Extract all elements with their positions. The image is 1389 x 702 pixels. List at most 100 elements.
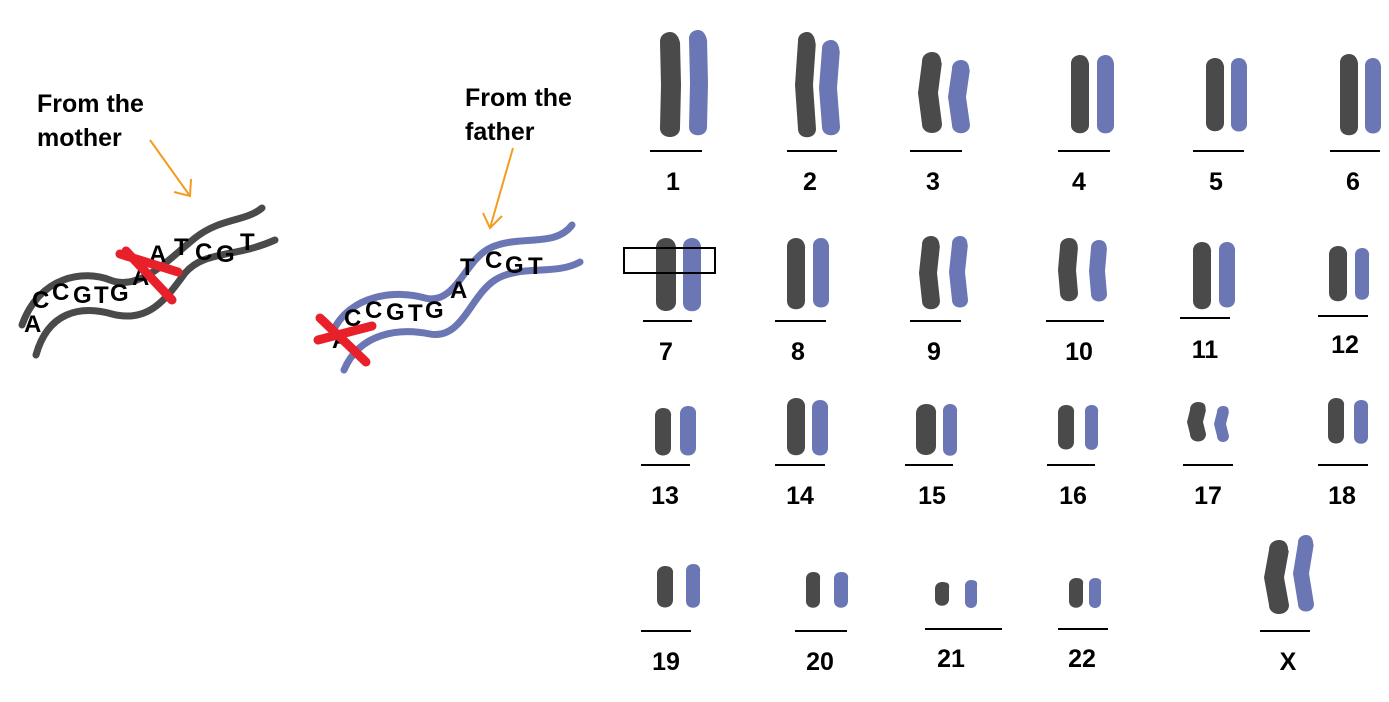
chromosome-label: 9: [927, 338, 941, 366]
chromosome-label: 7: [659, 338, 673, 366]
chromosome-label: 3: [926, 168, 940, 196]
paternal-chromosome: [943, 404, 958, 456]
chromosome-pair-5: 5: [1193, 58, 1248, 196]
maternal-chromosome: [1340, 54, 1359, 136]
chromosome-label: 13: [651, 482, 679, 510]
maternal-chromosome: [1206, 58, 1225, 132]
chromosome-label: 14: [786, 482, 814, 510]
chromosome-pair-6: 6: [1330, 54, 1382, 196]
chromosome-pair-19: 19: [641, 564, 701, 676]
chromosome-label: 2: [803, 168, 817, 196]
paternal-chromosome: [680, 406, 697, 456]
mother-caption-line2: mother: [37, 124, 122, 152]
father-base: G: [505, 252, 524, 279]
maternal-chromosome: [1193, 242, 1212, 310]
paternal-chromosome: [689, 30, 708, 136]
father-dna-group: From the father A C C G T G A T C G T: [313, 84, 584, 374]
mother-base: C: [52, 279, 69, 306]
father-base: C: [485, 247, 502, 274]
paternal-chromosome: [1365, 58, 1382, 134]
mother-dna-group: From the mother A C C G T G A A T C G T: [18, 90, 279, 359]
paternal-chromosome: [813, 238, 830, 308]
paternal-chromosome: [1214, 406, 1229, 442]
paternal-chromosome: [1085, 405, 1099, 450]
father-strand-top: [328, 221, 576, 337]
mother-base: C: [195, 239, 212, 266]
paternal-chromosome: [1097, 55, 1115, 134]
father-caption-line1: From the: [465, 84, 572, 112]
chromosome-label: 18: [1328, 482, 1356, 510]
highlight-box: [623, 247, 716, 274]
mother-arrow-icon: [149, 139, 192, 198]
chromosome-pair-2: 2: [787, 32, 840, 196]
chromosome-label: 15: [918, 482, 946, 510]
maternal-chromosome: [1069, 578, 1084, 608]
mutation-x-icon: [313, 313, 377, 367]
chromosome-pair-15: 15: [905, 404, 958, 510]
chromosome-pair-9: 9: [910, 236, 968, 366]
maternal-chromosome: [660, 32, 681, 137]
maternal-chromosome: [1058, 238, 1078, 302]
chromosome-pair-11: 11: [1180, 242, 1236, 364]
paternal-chromosome: [819, 40, 840, 136]
chromosome-pair-21: 21: [925, 580, 1002, 673]
father-base: G: [386, 299, 405, 326]
chromosome-label: 10: [1065, 338, 1093, 366]
chromosome-pair-10: 10: [1046, 238, 1107, 366]
paternal-chromosome: [1231, 58, 1248, 132]
chromosome-pair-16: 16: [1047, 405, 1099, 510]
chromosome-label: 1: [666, 168, 680, 196]
mutation-x-icon: [115, 246, 183, 305]
chromosome-pair-22: 22: [1058, 578, 1108, 673]
chromosome-label: 22: [1068, 645, 1096, 673]
paternal-chromosome: [1293, 535, 1314, 612]
paternal-chromosome: [1089, 240, 1107, 302]
father-base: T: [460, 254, 475, 281]
maternal-chromosome: [655, 408, 672, 456]
paternal-chromosome: [1354, 400, 1369, 444]
chromosome-label: X: [1280, 648, 1297, 676]
chromosome-pair-8: 8: [775, 238, 830, 366]
father-caption-line2: father: [465, 118, 535, 146]
chromosome-pair-18: 18: [1318, 398, 1369, 510]
maternal-chromosome: [795, 32, 816, 138]
chromosome-label: 20: [806, 648, 834, 676]
chromosome-pair-3: 3: [910, 52, 970, 196]
mother-base: G: [110, 280, 129, 307]
maternal-chromosome: [1328, 398, 1345, 444]
maternal-chromosome: [1187, 402, 1206, 442]
chromosome-pair-12: 12: [1318, 246, 1370, 359]
chromosome-label: 16: [1059, 482, 1087, 510]
maternal-chromosome: [1264, 540, 1289, 614]
paternal-chromosome: [1089, 578, 1102, 608]
paternal-chromosome: [683, 238, 702, 312]
mother-base: A: [24, 311, 41, 338]
father-arrow-icon: [482, 147, 514, 230]
mother-base: G: [73, 282, 92, 309]
mother-base: T: [240, 229, 255, 256]
chromosome-pair-X: X: [1260, 535, 1314, 676]
paternal-chromosome: [686, 564, 701, 608]
paternal-chromosome: [965, 580, 978, 608]
paternal-chromosome: [949, 236, 968, 308]
chromosome-pair-17: 17: [1183, 402, 1233, 510]
paternal-chromosome: [1219, 242, 1236, 308]
chromosome-label: 17: [1194, 482, 1222, 510]
mother-base: T: [174, 234, 189, 261]
chromosome-label: 21: [937, 645, 965, 673]
maternal-chromosome: [656, 238, 677, 311]
maternal-chromosome: [1058, 405, 1075, 450]
chromosome-label: 6: [1346, 168, 1360, 196]
father-base: G: [425, 297, 444, 324]
chromosome-pair-20: 20: [795, 572, 849, 676]
mother-base: T: [94, 282, 109, 309]
chromosome-label: 4: [1072, 168, 1086, 196]
maternal-chromosome: [919, 236, 940, 310]
maternal-chromosome: [787, 238, 806, 310]
chromosome-pair-7: 7: [623, 238, 716, 366]
maternal-chromosome: [806, 572, 821, 608]
mother-base: C: [32, 287, 49, 314]
chromosome-pair-1: 1: [650, 30, 708, 196]
